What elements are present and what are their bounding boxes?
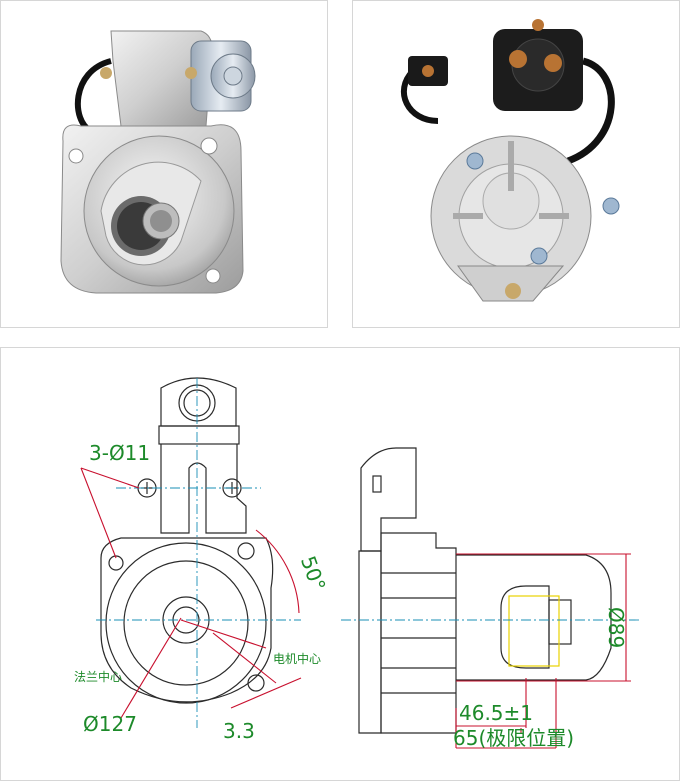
starter-motor-front-illustration (60, 30, 256, 294)
product-photo-front (0, 0, 328, 328)
starter-motor-rear-illustration (400, 19, 620, 302)
product-photo-rear (352, 0, 680, 328)
flange-center-label: 法兰中心 (74, 669, 122, 684)
dim-46-5-label: 46.5±1 (459, 701, 533, 725)
dim-65-label: 65(极限位置) (453, 726, 574, 750)
body-dia-label: Ø89 (604, 607, 628, 648)
technical-drawing: 3-Ø11 50° 法兰中心 电机中心 Ø127 3.3 Ø89 46.5±1 … (0, 347, 680, 781)
offset-label: 3.3 (223, 719, 255, 743)
motor-center-label: 电机中心 (273, 651, 321, 666)
angle-label: 50° (296, 553, 331, 595)
pinion-highlight (508, 595, 560, 667)
dimension-drawing-svg: 3-Ø11 50° 法兰中心 电机中心 Ø127 3.3 Ø89 46.5±1 … (74, 377, 641, 750)
pcd-label: Ø127 (83, 712, 137, 736)
hole-pattern-label: 3-Ø11 (89, 441, 150, 465)
